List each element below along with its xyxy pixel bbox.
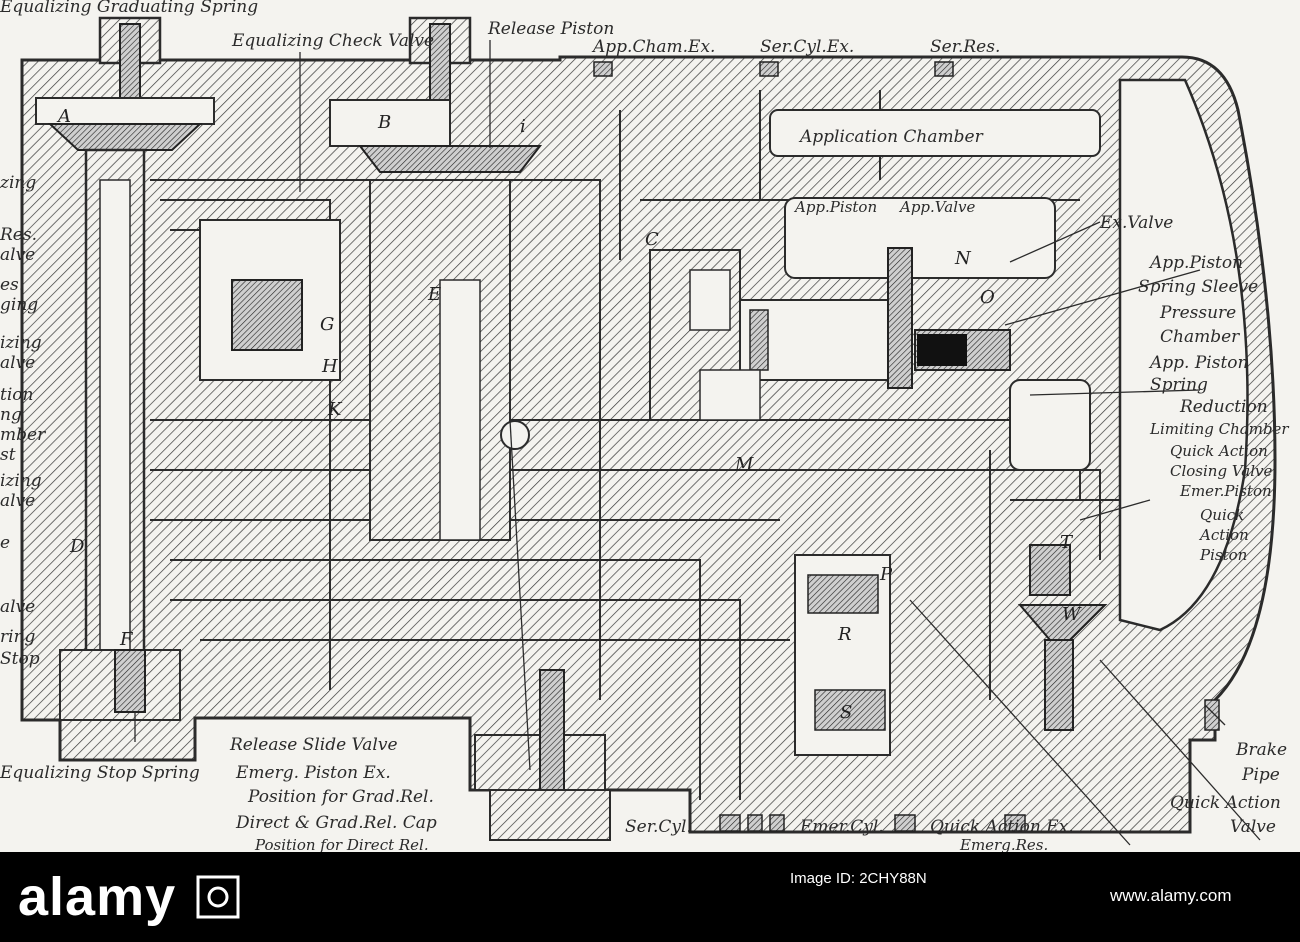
letter-n: N xyxy=(954,248,972,269)
brand-logo-text: alamy xyxy=(18,867,177,927)
letter-c: C xyxy=(645,229,659,250)
leader-lines xyxy=(134,40,1261,846)
letter-i: i xyxy=(520,116,526,137)
letter-o: O xyxy=(980,287,995,308)
label-emerg-piston-ex: Emerg. Piston Ex. xyxy=(235,763,391,783)
label-app-cham-ex: App.Cham.Ex. xyxy=(591,37,715,57)
label-ex-valve: Ex.Valve xyxy=(1099,213,1173,233)
label-pos-grad-rel: Position for Grad.Rel. xyxy=(247,787,434,807)
label-release-piston: Release Piston xyxy=(487,19,614,39)
label-app-piston-top: App.Piston xyxy=(793,198,877,216)
label-emerg-res: Emerg.Res. xyxy=(959,836,1048,852)
label-pos-direct-rel: Position for Direct Rel. xyxy=(254,836,429,852)
letter-k: K xyxy=(327,399,343,420)
label-qa-piston-2: Action xyxy=(1198,526,1249,544)
label-left-4: es. xyxy=(0,275,24,295)
label-app-valve: App.Valve xyxy=(898,198,975,216)
label-qa-closing-1: Quick Action xyxy=(1170,442,1268,460)
letter-p: P xyxy=(879,564,893,585)
label-qa-valve-2: Valve xyxy=(1230,817,1276,837)
label-release-slide-valve: Release Slide Valve xyxy=(229,735,398,755)
letter-d: D xyxy=(69,536,85,557)
label-left-3: alve xyxy=(0,245,35,265)
label-left-10: mber xyxy=(0,425,46,445)
label-left-8: tion xyxy=(0,385,33,405)
label-emer-cyl: Emer.Cyl. xyxy=(799,817,884,837)
label-qa-ex: Quick Action Ex. xyxy=(930,817,1074,837)
label-left-1: zing xyxy=(0,173,36,193)
label-left-15: alve xyxy=(0,597,35,617)
label-qa-closing-2: Closing Valve xyxy=(1170,462,1273,480)
label-equalizing-spring: Equalizing Graduating Spring xyxy=(0,0,258,17)
letter-a: A xyxy=(56,106,71,127)
label-brake-pipe-1: Brake xyxy=(1235,740,1287,760)
label-app-piston-sleeve-2: Spring Sleeve xyxy=(1138,277,1258,297)
image-id: Image ID: 2CHY88N xyxy=(790,870,927,889)
label-left-7: alve xyxy=(0,353,35,373)
label-reduction-2: Limiting Chamber xyxy=(1149,420,1289,438)
label-direct-grad-cap: Direct & Grad.Rel. Cap xyxy=(235,813,437,833)
label-left-11: st xyxy=(0,445,16,465)
image-id-label: Image ID: 2CHY88N xyxy=(790,870,927,887)
callout-labels: Equalizing Graduating Spring Equalizing … xyxy=(0,0,1289,852)
label-left-6: izing xyxy=(0,333,42,353)
label-left-13: alve xyxy=(0,491,35,511)
label-reduction-1: Reduction xyxy=(1179,397,1268,417)
site-url: www.alamy.com xyxy=(1110,886,1232,905)
label-eq-stop-spring: Equalizing Stop Spring xyxy=(0,763,200,783)
label-pressure-chamber-1: Pressure xyxy=(1159,303,1236,323)
letter-r: R xyxy=(837,624,852,645)
label-application-chamber: Application Chamber xyxy=(798,127,984,147)
label-qa-piston-1: Quick xyxy=(1200,506,1244,524)
label-left-17: Stop xyxy=(0,649,40,669)
part-letters: A B C D E F G H K M N O P R S T W i xyxy=(56,106,1082,723)
label-pressure-chamber-2: Chamber xyxy=(1160,327,1240,347)
letter-t: T xyxy=(1060,532,1074,553)
diagram-plate: A B C D E F G H K M N O P R S T W i Equa… xyxy=(0,0,1300,852)
letter-s: S xyxy=(840,702,852,723)
label-left-12: izing xyxy=(0,471,42,491)
label-qa-valve-1: Quick Action xyxy=(1170,793,1281,813)
label-qa-piston-3: Piston xyxy=(1199,546,1247,564)
label-app-piston-spring-1: App. Piston xyxy=(1148,353,1248,373)
letter-b: B xyxy=(377,112,391,133)
label-left-2: Res. xyxy=(0,225,37,245)
label-equalizing-check-valve: Equalizing Check Valve xyxy=(231,31,434,51)
letter-m: M xyxy=(734,454,754,475)
valve-section-drawing: A B C D E F G H K M N O P R S T W i Equa… xyxy=(0,0,1289,852)
letter-w: W xyxy=(1062,604,1082,625)
label-ser-res: Ser.Res. xyxy=(930,37,1000,57)
letter-e: E xyxy=(427,284,441,305)
label-app-piston-spring-2: Spring xyxy=(1150,375,1208,395)
label-emer-piston: Emer.Piston xyxy=(1179,482,1272,500)
label-ser-cyl-ex: Ser.Cyl.Ex. xyxy=(760,37,854,57)
brand-mark-icon xyxy=(196,875,240,919)
letter-g: G xyxy=(320,314,334,335)
label-left-9: ng xyxy=(0,405,22,425)
label-app-piston-sleeve-1: App.Piston xyxy=(1148,253,1243,273)
label-ser-cyl: Ser.Cyl. xyxy=(625,817,692,837)
label-left-16: ring xyxy=(0,627,36,647)
label-left-5: ging xyxy=(0,295,38,315)
watermark-banner: alamy Image ID: 2CHY88N www.alamy.com xyxy=(0,852,1300,942)
label-left-14: e xyxy=(0,533,10,553)
label-brake-pipe-2: Pipe xyxy=(1241,765,1280,785)
letter-h: H xyxy=(321,356,338,377)
letter-f: F xyxy=(119,629,134,650)
